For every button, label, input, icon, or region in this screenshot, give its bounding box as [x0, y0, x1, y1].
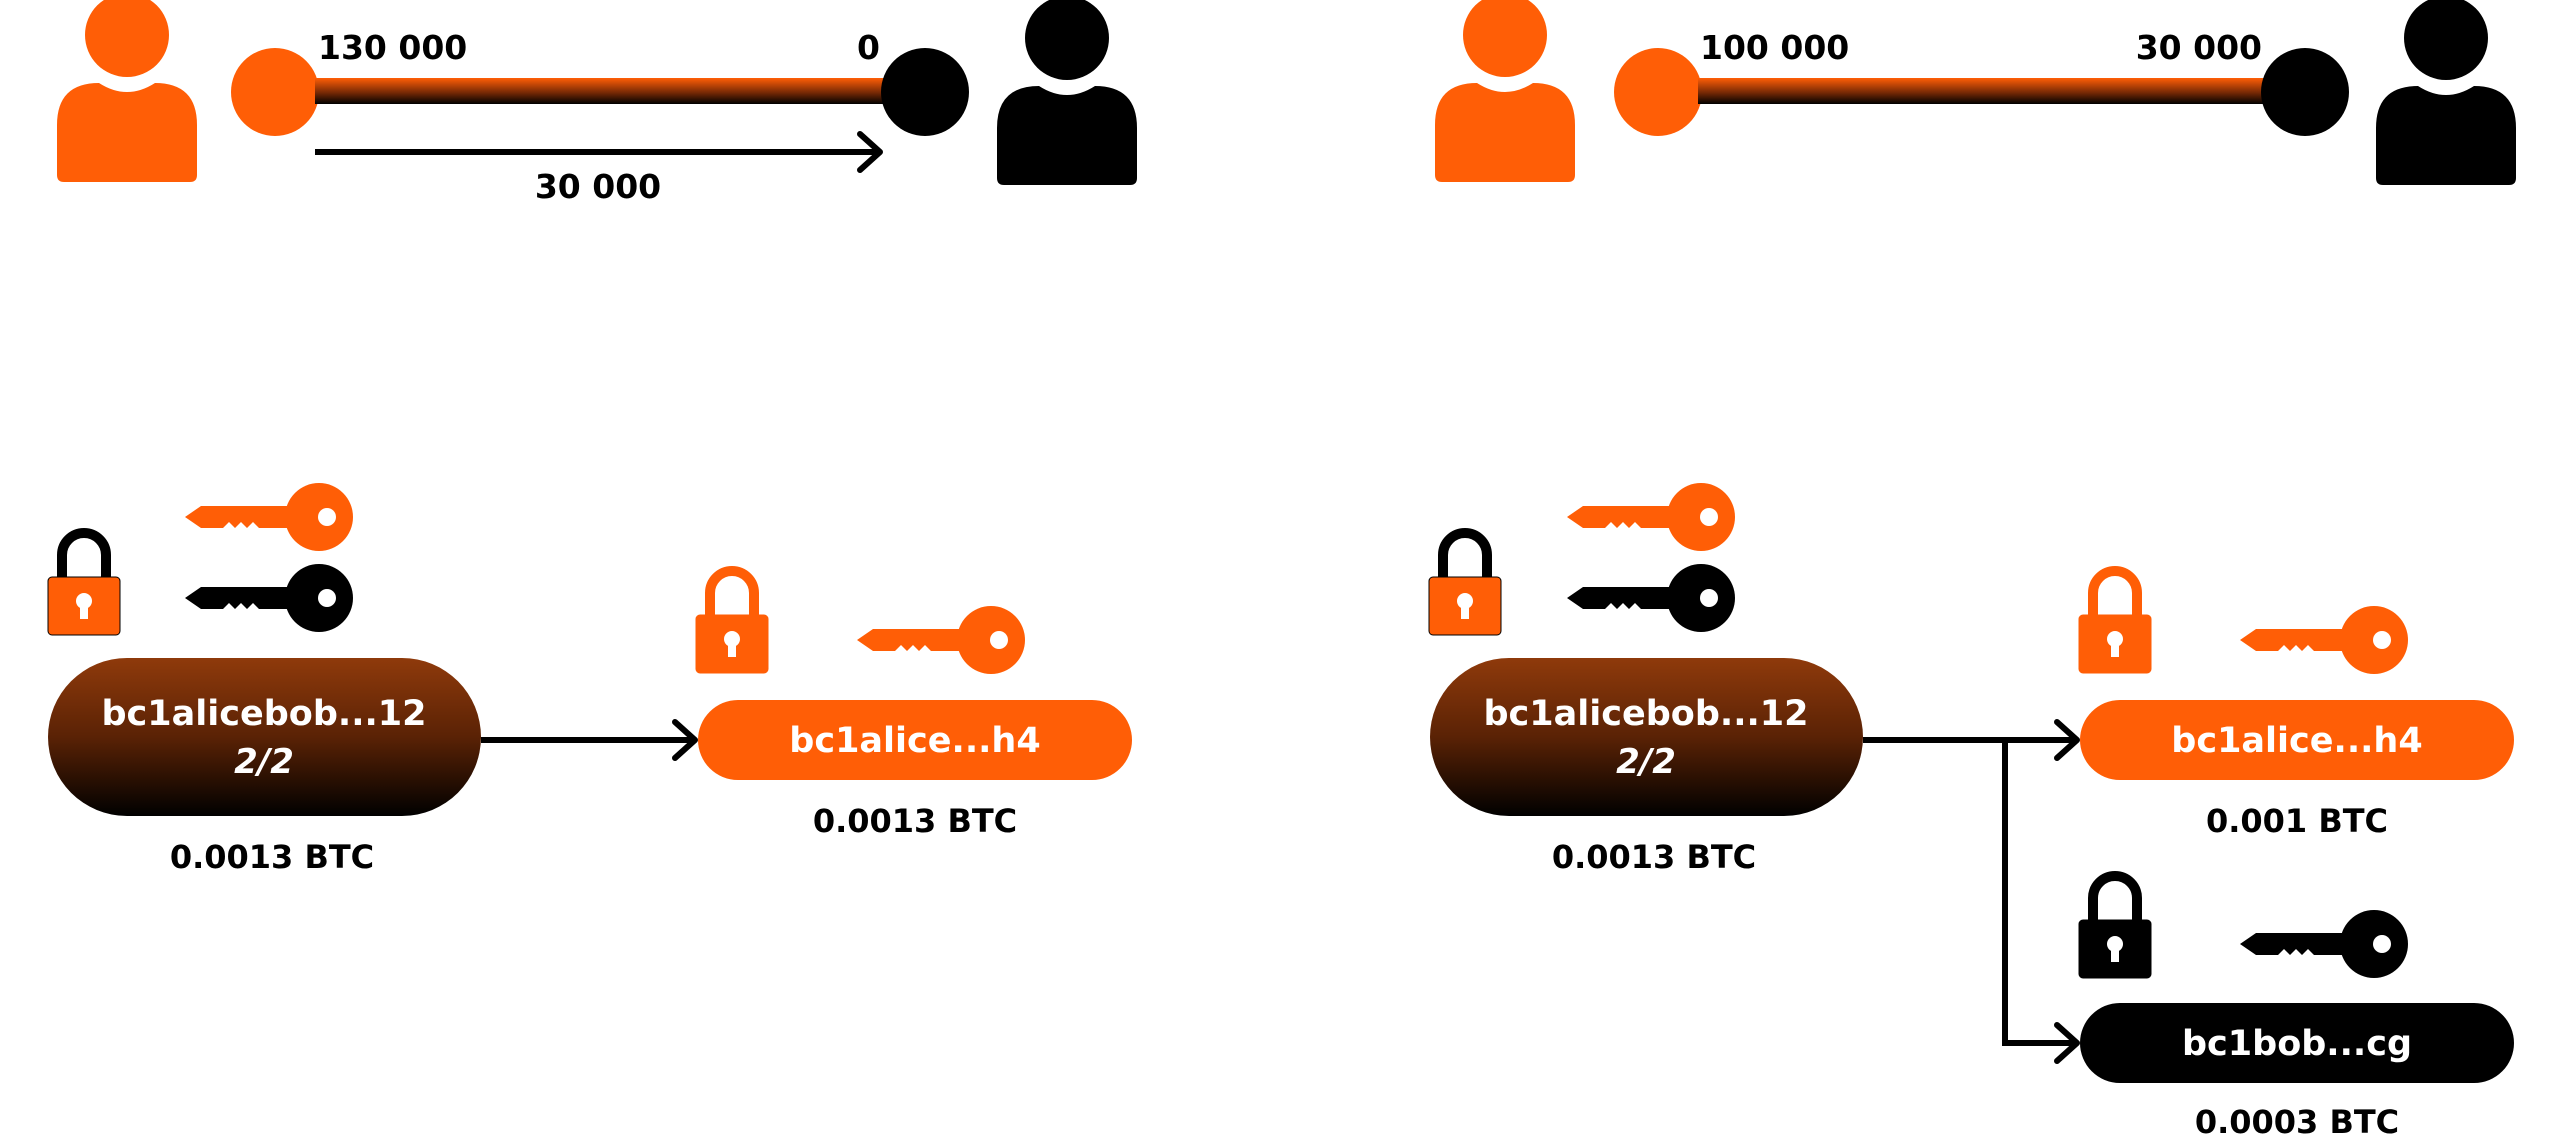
arrow-head — [672, 719, 698, 761]
output-pill-bob — [2080, 1003, 2514, 1083]
output-pill-alice — [2080, 700, 2514, 780]
person-icon — [1435, 0, 1575, 182]
channel-node-left — [1614, 48, 1702, 136]
key-icon — [1567, 483, 1735, 551]
lock-icon — [48, 533, 120, 635]
funding-address: bc1alicebob...12 — [102, 694, 427, 734]
channel-node-left — [231, 48, 319, 136]
output-address: bc1bob...cg — [2182, 1024, 2412, 1064]
arrow-head — [2054, 1022, 2080, 1064]
arrow-right-icon — [2002, 740, 2077, 1046]
channel-node-right — [881, 48, 969, 136]
funding-output-pill — [1430, 658, 1863, 816]
scenario-b: 100 000 30 000 bc1alicebob...12 2/2 0.00… — [1429, 0, 2516, 1137]
left-balance-label: 100 000 — [1700, 28, 1849, 67]
person-icon — [997, 0, 1137, 185]
key-icon — [1567, 564, 1735, 632]
output-address: bc1alice...h4 — [2171, 721, 2422, 761]
key-icon — [2240, 910, 2408, 978]
person-icon — [2376, 0, 2516, 185]
output-pill-alice — [698, 700, 1132, 780]
output-amount: 0.001 BTC — [2206, 802, 2388, 840]
key-icon — [857, 606, 1025, 674]
lock-icon — [696, 571, 768, 673]
right-balance-label: 0 — [857, 28, 880, 67]
lock-icon — [2079, 876, 2151, 978]
channel-bar — [1698, 78, 2268, 104]
funding-multisig: 2/2 — [1616, 742, 1676, 782]
right-balance-label: 30 000 — [2136, 28, 2262, 67]
arrow-head — [2054, 719, 2080, 761]
lock-icon — [1429, 533, 1501, 635]
funding-address: bc1alicebob...12 — [1484, 694, 1809, 734]
person-icon — [57, 0, 197, 182]
key-icon — [2240, 606, 2408, 674]
scenario-a: 130 000 0 30 000 bc1alicebob...12 2/2 0.… — [48, 0, 1137, 876]
funding-amount: 0.0013 BTC — [170, 838, 374, 876]
payment-amount-label: 30 000 — [535, 167, 661, 206]
funding-amount: 0.0013 BTC — [1552, 838, 1756, 876]
funding-output-pill — [48, 658, 481, 816]
key-icon — [185, 564, 353, 632]
channel-bar — [315, 78, 890, 104]
output-amount: 0.0003 BTC — [2195, 1103, 2399, 1137]
lock-icon — [2079, 571, 2151, 673]
key-icon — [185, 483, 353, 551]
funding-multisig: 2/2 — [234, 742, 294, 782]
channel-node-right — [2261, 48, 2349, 136]
output-amount: 0.0013 BTC — [813, 802, 1017, 840]
output-address: bc1alice...h4 — [789, 721, 1040, 761]
arrow-head — [857, 131, 883, 173]
left-balance-label: 130 000 — [318, 28, 467, 67]
